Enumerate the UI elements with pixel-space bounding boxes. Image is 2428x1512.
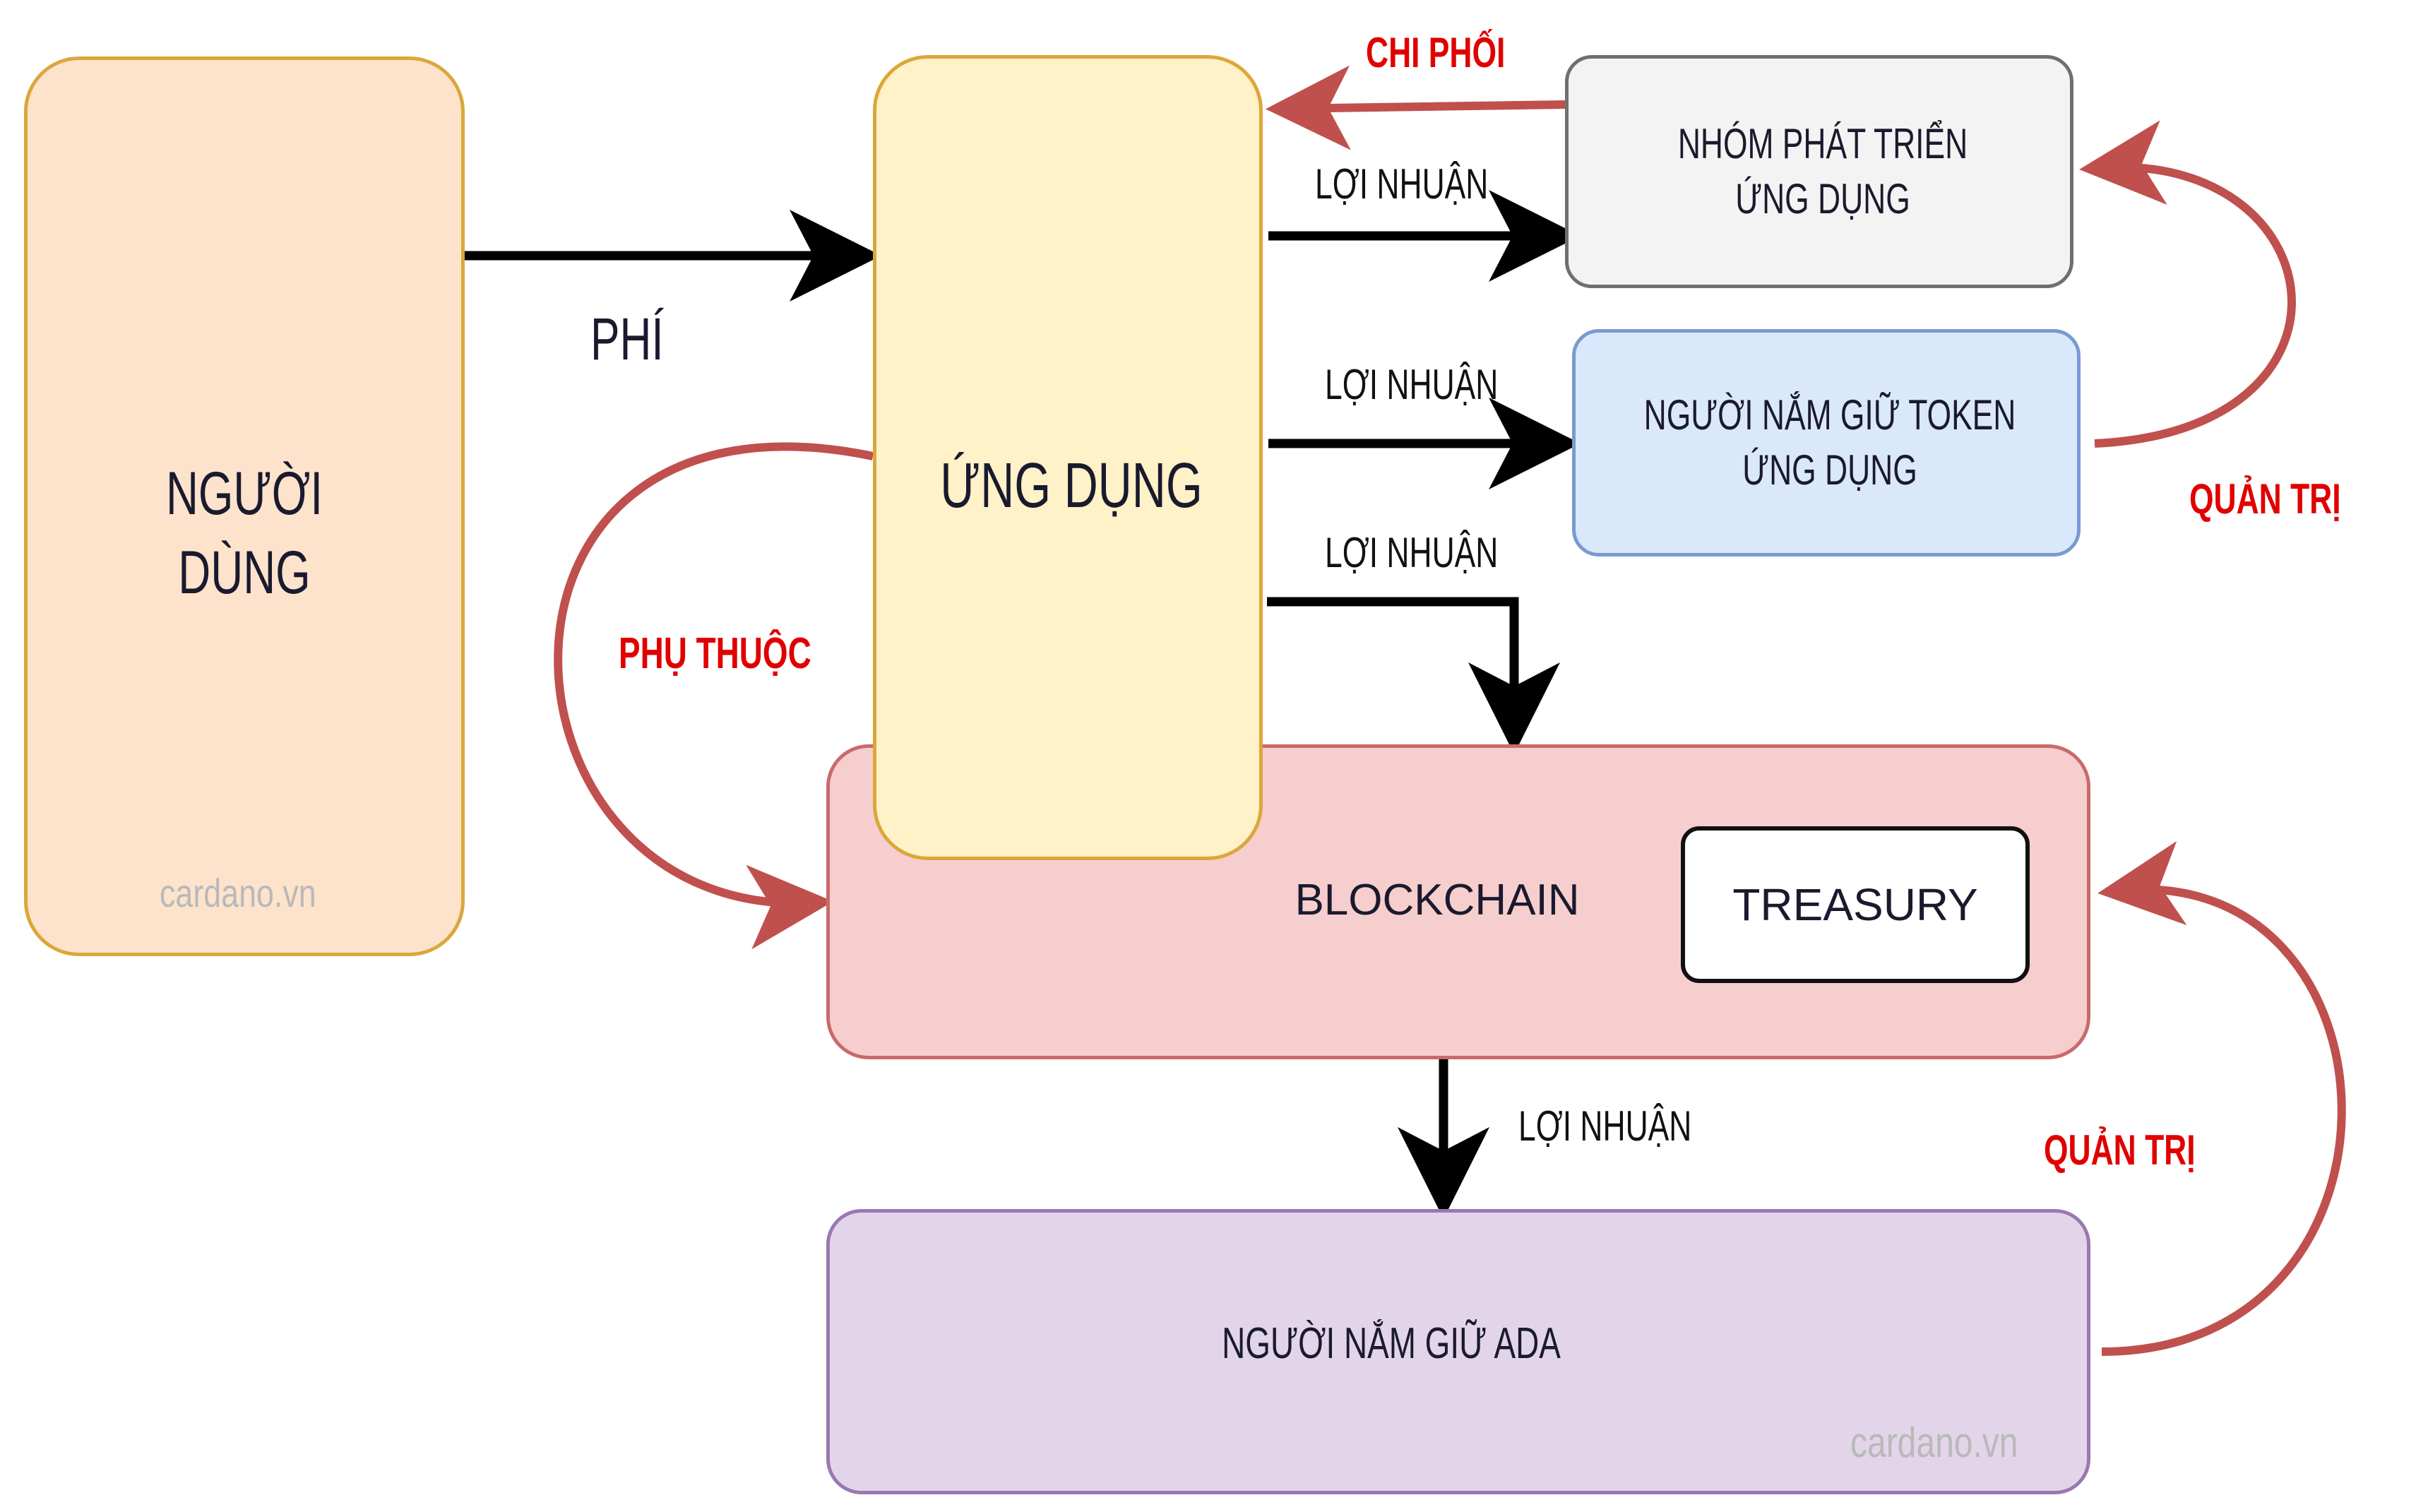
edge-label-governance-ada: QUẢN TRỊ: [2044, 1126, 2196, 1174]
edge-label-profit-dev: LỢI NHUẬN: [1315, 160, 1489, 208]
node-ada-holders: NGƯỜI NẮM GIỮ ADA: [826, 1209, 2090, 1494]
governance-ada-arrow: [2097, 841, 2346, 1356]
edge-label-dependency: PHỤ THUỘC: [619, 629, 811, 678]
watermark-ada: cardano.vn: [1850, 1419, 2018, 1466]
edge-label-profit-chain: LỢI NHUẬN: [1325, 529, 1499, 576]
node-dev-team-label: NHÓM PHÁT TRIỂN ỨNG DỤNG: [1677, 120, 1968, 222]
node-user-label: NGƯỜI DÙNG: [165, 460, 323, 607]
node-token-holders-label: NGƯỜI NẮM GIỮ TOKEN ỨNG DỤNG: [1643, 391, 2016, 494]
node-blockchain-label: BLOCKCHAIN: [1295, 875, 1580, 924]
node-ada-holders-label: NGƯỜI NẮM GIỮ ADA: [1222, 1318, 1561, 1368]
dependency-arrow: [554, 442, 874, 950]
edge-label-governance-token: QUẢN TRỊ: [2189, 475, 2341, 523]
profit-chain-arrow: [1267, 597, 1560, 754]
edge-label-profit-token: LỢI NHUẬN: [1325, 361, 1499, 408]
node-token-holders: NGƯỜI NẮM GIỮ TOKEN ỨNG DỤNG: [1572, 329, 2081, 556]
edge-label-fee: PHÍ: [590, 306, 664, 372]
node-user: NGƯỜI DÙNG: [24, 56, 465, 956]
edge-label-profit-ada: LỢI NHUẬN: [1518, 1102, 1692, 1150]
control-arrow: [1266, 65, 1567, 150]
node-treasury-label: TREASURY: [1732, 879, 1978, 930]
node-dev-team: NHÓM PHÁT TRIỂN ỨNG DỤNG: [1565, 55, 2073, 288]
edge-label-control: CHI PHỐI: [1366, 29, 1506, 76]
governance-token-arrow: [2079, 120, 2296, 448]
node-app: ỨNG DỤNG: [873, 55, 1263, 860]
watermark-user: cardano.vn: [160, 871, 316, 915]
node-treasury: TREASURY: [1681, 826, 2030, 983]
node-app-label: ỨNG DỤNG: [940, 450, 1203, 521]
